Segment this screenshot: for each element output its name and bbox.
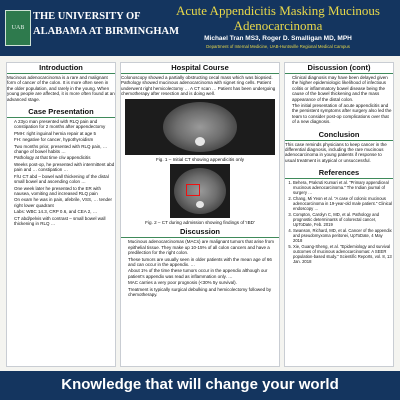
case-presentation-title: Case Presentation [7,107,115,119]
poster-footer: Knowledge that will change your world [0,371,400,400]
case-item: F/U CT abd – bowel wall thickening of th… [14,174,115,185]
reference-item: Chang, Mi Yeon et al. "A case of colonic… [293,196,393,211]
case-item: Pathology at that time c/w appendicitis [14,155,115,160]
case-item: Labs: WBC 14.3, CRP 0.6, and CEA 2, … [14,209,115,214]
discussion-cont-item: The initial presentation of acute append… [292,103,393,125]
logo-text-line-2: ALABAMA AT BIRMINGHAM [33,26,180,37]
figure-2-caption: Fig. 2 – CT during admission showing fin… [145,220,255,226]
left-column: Introduction Mucinous adenocarcinoma is … [6,62,116,367]
discussion-cont-list: Clinical diagnosis may have been delayed… [285,75,393,125]
case-item: A 23yo man presented with RLQ pain and c… [14,119,115,130]
reference-item: Swanson, Richard, MD, et al. Cancer of t… [293,228,393,243]
poster-header: UAB THE UNIVERSITY OF ALABAMA AT BIRMING… [0,0,400,56]
ct-highlight-box [186,184,200,197]
ct-spine-shape [196,201,204,209]
ct-scan-image-2 [170,164,230,219]
references-list: Behera, Prakruti Kumari et al. "Primary … [285,180,393,264]
poster-title: Acute Appendicitis Masking Mucinous Aden… [175,3,380,33]
case-item: CT abd/pelvis with contrast – small bowe… [14,216,115,227]
discussion-title: Discussion [121,227,279,239]
case-item: Two months prior, presented with RLQ pai… [14,144,115,155]
discussion-cont-item: Clinical diagnosis may have been delayed… [292,75,393,102]
discussion-item: About 1% of the time these tumors occur … [128,268,279,279]
poster-affiliation: Department of Internal Medicine, UAB-Hun… [206,44,350,49]
case-item: One week later he presented to the ER wi… [14,186,115,197]
logo-text-line-1: THE UNIVERSITY OF [33,11,141,22]
case-item: PMH: right inguinal hernia repair at age… [14,131,115,136]
discussion-item: These tumors are usually seen in older p… [128,257,279,268]
reference-item: Xie, Guang-Sheng, et al. "Epidemiology a… [293,244,393,264]
discussion-cont-title: Discussion (cont) [285,63,393,74]
case-presentation-list: A 23yo man presented with RLQ pain and c… [7,119,115,226]
discussion-item: MAC carries a very poor prognosis (<30% … [128,280,279,285]
discussion-list: Mucinous adenocarcinomas (MACs) are mali… [121,239,279,297]
hospital-course-text: Colonoscopy showed a partially obstructi… [121,75,276,97]
conclusion-title: Conclusion [285,130,393,141]
reference-item: Compton, Carolyn C, MD, et al. Pathology… [293,212,393,227]
poster-authors: Michael Tran MS3, Roger D. Smalligan MD,… [204,35,352,42]
introduction-title: Introduction [7,63,115,74]
university-logo: UAB THE UNIVERSITY OF ALABAMA AT BIRMING… [5,4,179,50]
middle-column: Hospital Course Colonoscopy showed a par… [120,62,280,367]
discussion-item: Treatment is typically surgical debulkin… [128,287,279,298]
case-item: Weeks post-op, he presented with intermi… [14,162,115,173]
university-seal-icon: UAB [5,10,31,46]
ct-scan-image-1 [125,98,275,155]
case-item: FH: negative for cancer, hypothyroidism [14,137,115,142]
discussion-item: Mucinous adenocarcinomas (MACs) are mali… [128,239,279,255]
introduction-text: Mucinous adenocarcinoma is a rare and ma… [7,75,115,102]
ct-spine-shape [195,136,205,146]
figure-1-caption: Fig. 1 – Initial CT showing appendicitis… [155,156,244,162]
case-item: On exam he was in pain, afebrile, VSS, …… [14,197,115,208]
footer-tagline: Knowledge that will change your world [61,376,339,393]
references-title: References [285,168,393,180]
right-column: Discussion (cont) Clinical diagnosis may… [284,62,394,367]
hospital-course-title: Hospital Course [121,63,279,74]
conclusion-text: This case reminds physicians to keep can… [285,141,387,163]
reference-item: Behera, Prakruti Kumari et al. "Primary … [293,180,393,195]
